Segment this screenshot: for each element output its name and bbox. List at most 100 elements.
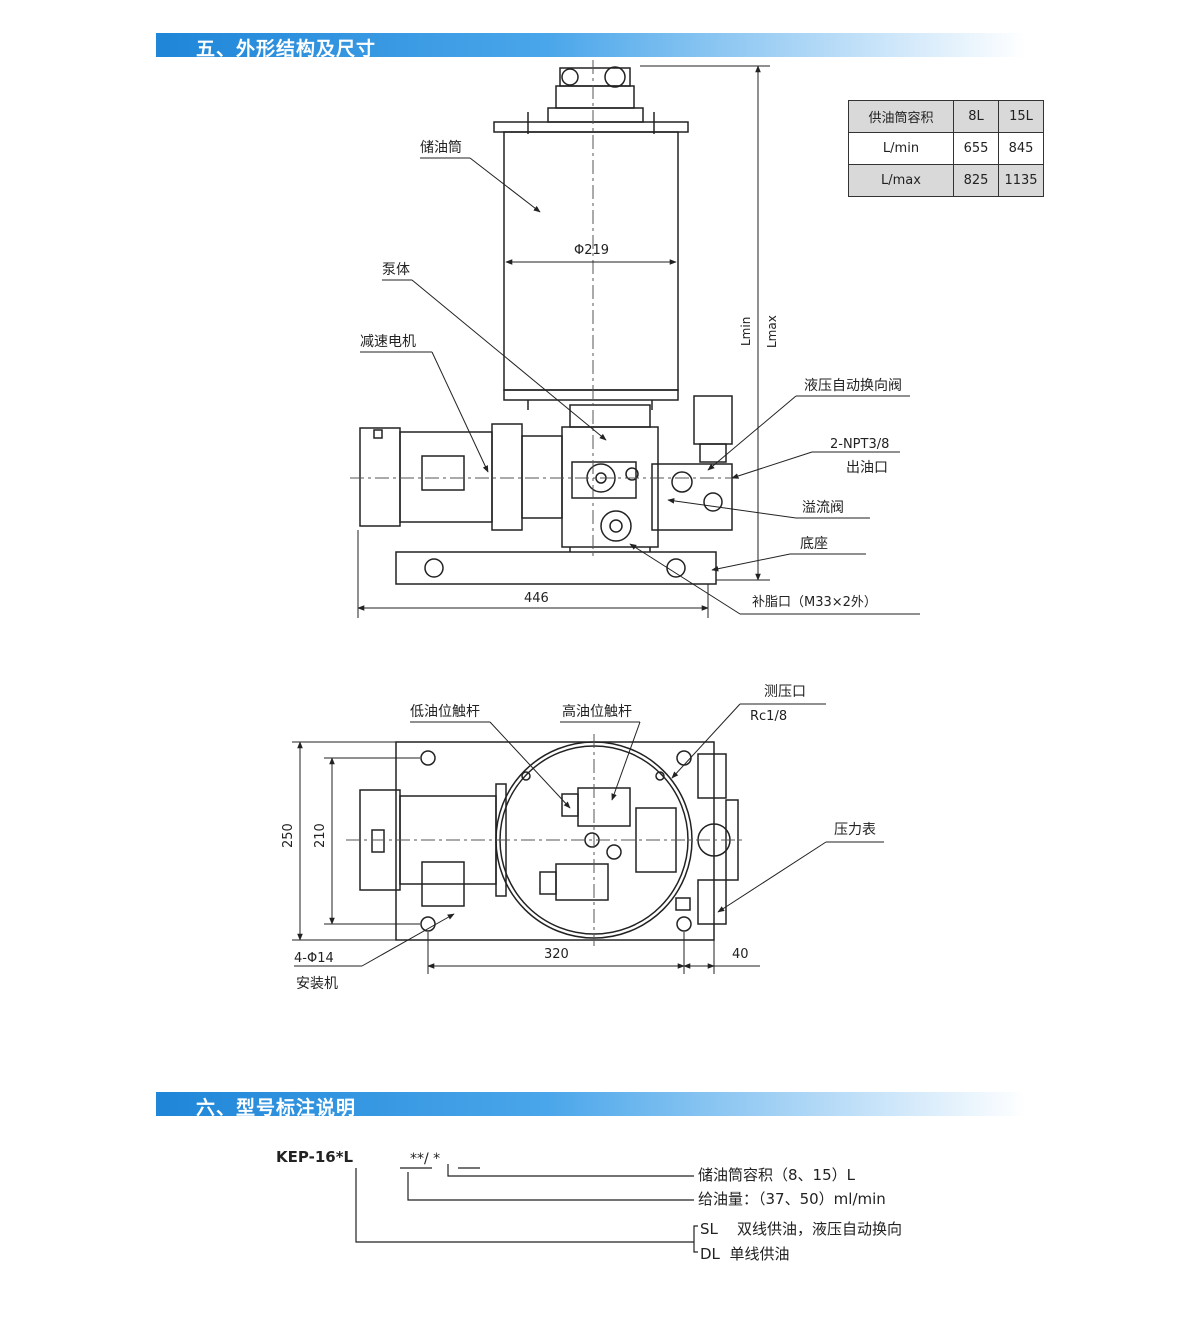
spec-cell: L/min [848, 132, 954, 165]
section6-title: 六、型号标注说明 [196, 1097, 357, 1119]
gear-reducer [521, 435, 563, 519]
reservoir-bottom-ring [503, 389, 679, 401]
label-base: 底座 [800, 536, 828, 552]
front-leaders [360, 157, 920, 615]
motor-vent-top [371, 829, 385, 853]
leader-reservoir [469, 157, 541, 213]
spec-header-cell: 15L [998, 100, 1044, 133]
mount-hole [676, 750, 692, 766]
front-dimensions [357, 65, 770, 618]
front-view [359, 66, 733, 585]
motor-end-cap [359, 427, 401, 527]
dim-320: 320 [544, 947, 569, 962]
reservoir-cylinder [503, 131, 679, 391]
label-mount: 安装机 [296, 976, 338, 992]
label-gear-motor: 减速电机 [360, 334, 416, 350]
code-bracket [693, 1225, 698, 1253]
lid-bolt-top [655, 771, 665, 781]
top-flange [547, 107, 644, 123]
top-view [359, 741, 739, 941]
label-outlet-size: 2-NPT3/8 [830, 437, 889, 452]
leader-mount [361, 913, 455, 967]
model-code: KEP-16*L [276, 1148, 354, 1166]
mount-hole [420, 750, 436, 766]
leader-motor [431, 351, 489, 473]
code-line-type [355, 1168, 694, 1243]
leader-outlet [731, 451, 813, 479]
leader-gauge [717, 841, 827, 913]
top-knob-right [604, 66, 626, 88]
top-cap [559, 67, 631, 87]
label-outlet: 出油口 [846, 460, 888, 476]
motor-vent [373, 429, 383, 439]
mount-hole [676, 916, 692, 932]
spec-header-row: 供油筒容积 8L 15L [848, 100, 1044, 133]
spec-table: 供油筒容积 8L 15L L/min 655 845 L/max 825 113… [848, 100, 1044, 197]
top-dimensions [292, 741, 760, 974]
pump-crank-housing [571, 461, 637, 499]
code-line-volume [447, 1164, 694, 1177]
valve-top-1 [697, 753, 727, 799]
leader-pressure-port [671, 703, 741, 779]
dim-lmax: Lmax [765, 315, 779, 348]
label-hydraulic-valve: 液压自动换向阀 [804, 377, 902, 394]
label-high-level-lever: 高油位触杆 [562, 703, 632, 720]
label-gauge: 压力表 [834, 822, 876, 838]
pump-neck [569, 404, 651, 428]
legend-dl: DL 单线供油 [700, 1245, 789, 1263]
model-code-lines [355, 1164, 698, 1253]
section5-banner: 五、外形结构及尺寸 [156, 33, 1026, 60]
outlet-port [671, 471, 693, 493]
grease-fitting-top [675, 897, 691, 911]
lower-gear-center [609, 519, 623, 533]
top-knob-left [561, 68, 579, 86]
dim-diameter: Φ219 [574, 243, 609, 258]
legend-sl: SL 双线供油，液压自动换向 [700, 1220, 902, 1238]
terminal-box-top [421, 861, 465, 907]
leader-hydraulic-valve [707, 395, 797, 471]
spec-header-cell: 供油筒容积 [848, 100, 954, 133]
lid-bolt-top [521, 771, 531, 781]
dim-210: 210 [313, 823, 328, 848]
base-hole-left [424, 558, 444, 578]
leader-overflow [667, 498, 797, 519]
dim-250: 250 [281, 823, 296, 848]
drawing-text: 储油筒 泵体 减速电机 液压自动换向阀 2-NPT3/8 出油口 溢流阀 底座 … [276, 139, 902, 1263]
overflow-port [703, 492, 723, 512]
leader-base [711, 553, 791, 572]
legend-volume: 储油筒容积（8、15）L [698, 1166, 856, 1184]
code-line-flow [407, 1172, 694, 1201]
spec-cell: L/max [848, 164, 954, 197]
dim-lmin: Lmin [739, 317, 753, 346]
label-reservoir: 储油筒 [420, 139, 462, 156]
motor-terminal-box [421, 455, 465, 491]
lower-gear [600, 510, 632, 542]
top-leaders [294, 703, 884, 967]
section5-title: 五、外形结构及尺寸 [196, 38, 377, 60]
low-level-switch-tab [539, 871, 557, 895]
spec-cell: 845 [998, 132, 1044, 165]
dim-width: 446 [524, 591, 549, 606]
high-level-switch-tab [561, 793, 579, 817]
label-low-level-lever: 低油位触杆 [410, 704, 480, 720]
hydraulic-valve-neck [699, 443, 727, 463]
top-housing [555, 85, 635, 109]
valve-top-2 [697, 879, 727, 925]
high-level-switch [577, 787, 631, 827]
legend-flow: 给油量：（37、50）ml/min [698, 1190, 886, 1208]
base-outline-top [395, 741, 715, 941]
base-hole-right [666, 558, 686, 578]
crank-pin-2 [625, 467, 639, 481]
spec-row: L/max 825 1135 [848, 164, 1044, 197]
motor-body [399, 431, 493, 523]
leader-grease-port [629, 543, 741, 615]
label-pressure-port: 测压口 [764, 684, 806, 700]
reservoir-lid [493, 121, 689, 133]
valve-block [651, 463, 733, 531]
front-centerlines [350, 60, 740, 560]
lever-pivot [606, 844, 622, 860]
low-level-switch [555, 863, 609, 901]
gear-reducer-flange [491, 423, 523, 531]
label-pressure-port-size: Rc1/8 [750, 709, 787, 724]
